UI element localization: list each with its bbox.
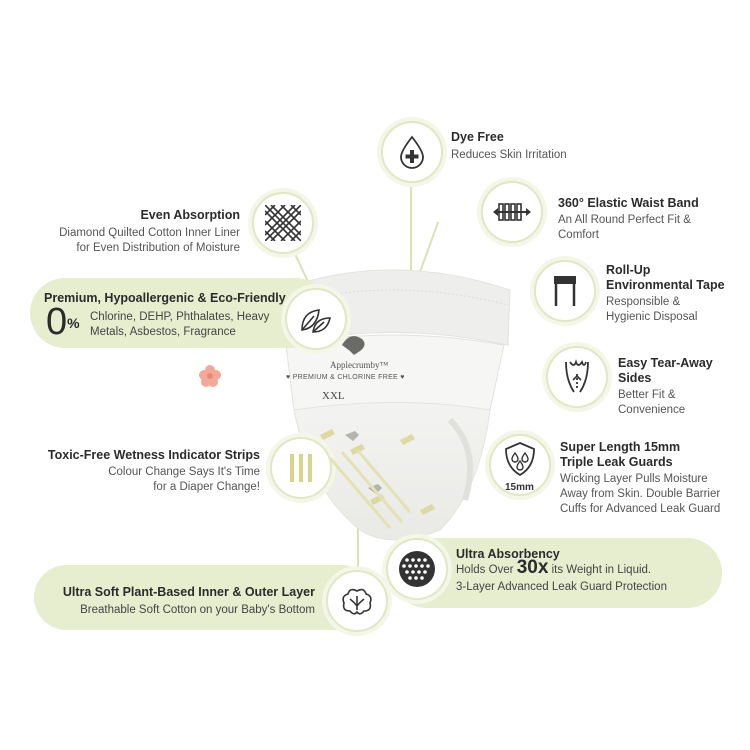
even-absorption-desc-1: Diamond Quilted Cotton Inner Liner xyxy=(59,227,240,239)
premium-title: Premium, Hypoallergenic & Eco-Friendly xyxy=(44,291,286,305)
tear-away-icon-circle xyxy=(546,346,608,408)
wetness-strips-decor xyxy=(330,450,410,529)
leak-guard-desc-2: Away from Skin. Double Barrier xyxy=(560,488,721,500)
premium-desc-1: Chlorine, DEHP, Phthalates, Heavy xyxy=(90,311,270,323)
leak-guard-badge: 15mm xyxy=(505,482,534,493)
ultra-soft-icon-circle xyxy=(326,570,388,632)
diaper-tagline: ♥ PREMIUM & CHLORINE FREE ♥ xyxy=(286,374,405,381)
roll-tape-icon xyxy=(554,276,576,306)
premium-desc-2: Metals, Asbestos, Fragrance xyxy=(90,326,236,338)
shield-drops-icon xyxy=(505,442,535,477)
wetness-title: Toxic-Free Wetness Indicator Strips xyxy=(47,448,260,462)
leaves-icon xyxy=(301,309,331,333)
even-absorption-desc-2: for Even Distribution of Moisture xyxy=(76,242,240,254)
ultra-absorbency-icon-circle xyxy=(386,538,448,600)
cotton-icon xyxy=(342,588,372,615)
tear-away-title-1: Easy Tear-Away xyxy=(618,356,713,370)
ultra-absorbency-desc-post: its Weight in Liquid. xyxy=(548,564,652,576)
connector-dye-free xyxy=(410,180,412,270)
diaper-illustration xyxy=(279,269,511,541)
waist-band-icon-circle xyxy=(481,181,543,243)
waist-band-desc-2: Comfort xyxy=(558,229,599,241)
ultra-soft-desc: Breathable Soft Cotton on your Baby's Bo… xyxy=(80,604,315,616)
indicator-strips-icon xyxy=(290,454,312,482)
waist-band-title: 360° Elastic Waist Band xyxy=(558,196,699,210)
absorbent-mesh-icon xyxy=(399,551,435,587)
connector-ultra-soft xyxy=(357,510,359,585)
elastic-band-icon xyxy=(493,203,531,221)
ultra-absorbency-title: Ultra Absorbency xyxy=(456,547,560,561)
leak-guard-title-1: Super Length 15mm xyxy=(560,440,681,454)
tape-title-2: Environmental Tape xyxy=(606,278,725,292)
tear-away-desc-2: Convenience xyxy=(618,404,686,416)
ultra-absorbency-desc-1: Holds Over 30x its Weight in Liquid. xyxy=(456,557,652,578)
premium-pill xyxy=(30,278,330,348)
tape-icon-circle xyxy=(534,260,596,322)
leak-guard-icon-circle xyxy=(489,434,551,496)
zero-digit: 0 xyxy=(46,301,68,343)
tear-away-desc-1: Better Fit & xyxy=(618,389,676,401)
waist-band-desc-1: An All Round Perfect Fit & xyxy=(558,214,691,226)
zero-percent: 0% xyxy=(46,302,80,342)
tape-desc-1: Responsible & xyxy=(606,296,681,308)
dye-free-icon-circle xyxy=(381,121,443,183)
premium-icon-circle xyxy=(285,288,347,350)
dye-free-title: Dye Free xyxy=(451,130,504,144)
diamond-quilt-icon xyxy=(265,205,301,241)
leak-guard-title-2: Triple Leak Guards xyxy=(560,455,673,469)
even-absorption-title: Even Absorption xyxy=(140,208,240,222)
ultra-absorbency-desc-pre: Holds Over xyxy=(456,564,517,576)
leak-guard-desc-1: Wicking Layer Pulls Moisture xyxy=(560,473,708,485)
ultra-soft-pill xyxy=(34,565,374,630)
drop-plus-icon xyxy=(400,135,424,169)
leak-guard-desc-3: Cuffs for Advanced Leak Guard xyxy=(560,503,721,515)
tear-sides-icon xyxy=(565,359,589,393)
even-absorption-icon-circle xyxy=(252,192,314,254)
wetness-icon-circle xyxy=(270,437,332,499)
diaper-size: XXL xyxy=(322,390,345,402)
wetness-desc-1: Colour Change Says It's Time xyxy=(108,466,260,478)
tape-desc-2: Hygienic Disposal xyxy=(606,311,698,323)
tape-title-1: Roll-Up xyxy=(606,263,651,277)
wetness-desc-2: for a Diaper Change! xyxy=(153,481,260,493)
flower-icon xyxy=(199,365,221,387)
ultra-absorbency-30x: 30x xyxy=(516,557,549,578)
dye-free-desc: Reduces Skin Irritation xyxy=(451,149,567,161)
tear-away-title-2: Sides xyxy=(618,371,652,385)
percent-sign: % xyxy=(67,315,80,331)
diaper-brand: Applecrumby™ xyxy=(330,360,389,370)
ultra-soft-title: Ultra Soft Plant-Based Inner & Outer Lay… xyxy=(62,585,315,599)
ultra-absorbency-desc-2: 3-Layer Advanced Leak Guard Protection xyxy=(456,581,667,593)
